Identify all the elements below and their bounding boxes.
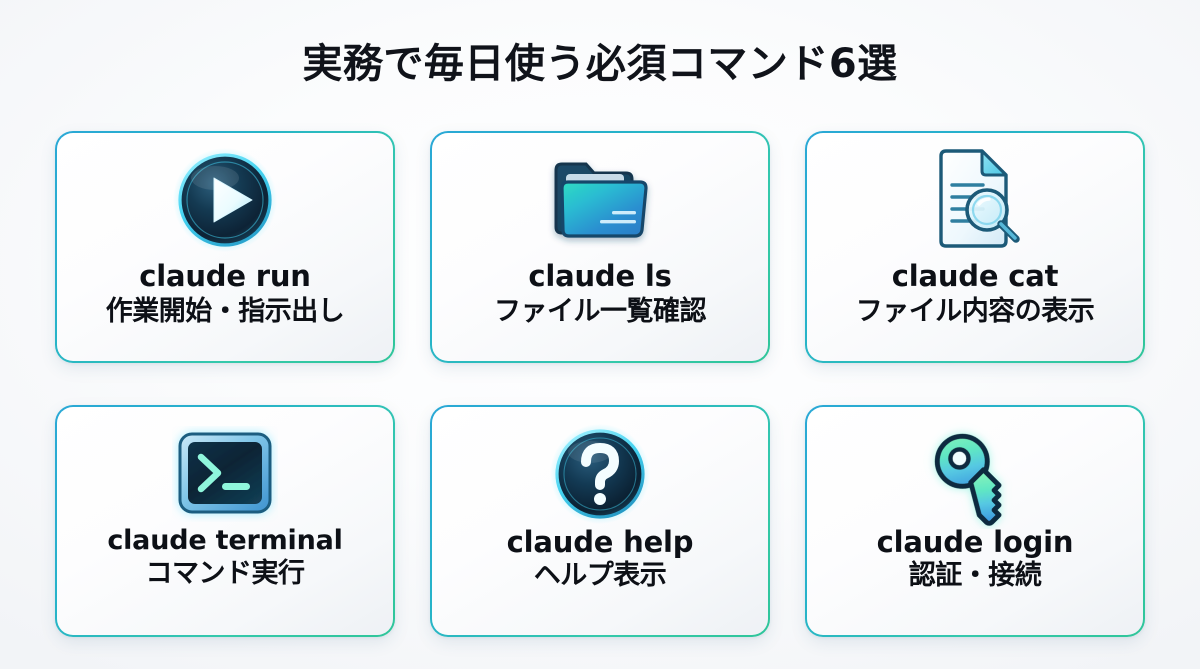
command-description: ヘルプ表示 [533,560,667,592]
page-title: 実務で毎日使う必須コマンド6選 [302,41,898,87]
command-name: claude ls [528,259,672,293]
command-card-grid: claude run 作業開始・指示出し [55,131,1145,637]
command-description: 認証・接続 [908,560,1042,592]
terminal-icon [57,407,393,527]
command-description: コマンド実行 [145,558,306,590]
command-card-run[interactable]: claude run 作業開始・指示出し [55,131,395,363]
command-card-terminal[interactable]: claude terminal コマンド実行 [55,405,395,637]
command-card-login[interactable]: claude login 認証・接続 [805,405,1145,637]
page-title-container: 実務で毎日使う必須コマンド6選 [0,0,1200,120]
document-search-icon [807,133,1143,261]
command-card-cat[interactable]: claude cat ファイル内容の表示 [805,131,1145,363]
question-mark-icon [432,407,768,527]
command-name: claude login [876,525,1074,559]
command-card-ls[interactable]: claude ls ファイル一覧確認 [430,131,770,363]
command-name: claude run [139,259,311,293]
command-description: ファイル一覧確認 [494,296,707,328]
command-description: ファイル内容の表示 [855,296,1095,328]
folder-icon [432,133,768,261]
command-name: claude cat [891,259,1059,293]
play-button-icon [57,133,393,261]
command-name: claude help [506,525,694,559]
command-name: claude terminal [107,525,343,556]
command-card-help[interactable]: claude help ヘルプ表示 [430,405,770,637]
key-icon [807,407,1143,527]
command-description: 作業開始・指示出し [105,296,345,328]
